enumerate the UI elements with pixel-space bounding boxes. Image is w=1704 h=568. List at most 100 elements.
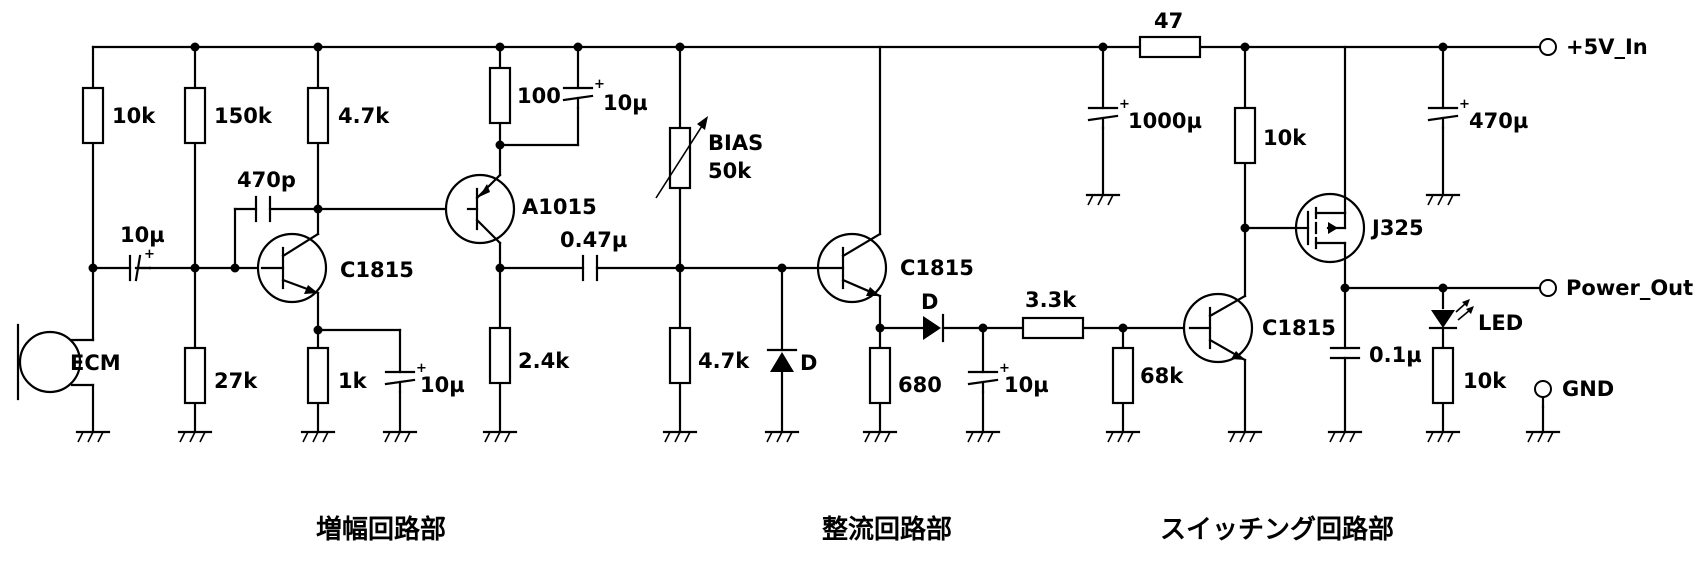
capacitor-10u-input xyxy=(128,254,152,282)
section-amp: 増幅回路部 xyxy=(316,514,446,545)
junctions xyxy=(88,42,1448,335)
resistor-150k xyxy=(183,86,207,145)
label-j325: J325 xyxy=(1370,216,1424,240)
component-labels: 10k 150k 4.7k 100 10µ 470p 10µ C1815 A10… xyxy=(70,9,1528,397)
terminals xyxy=(1534,38,1557,398)
resistor-47 xyxy=(1138,35,1202,59)
label-q2: A1015 xyxy=(522,195,597,219)
label-q1: C1815 xyxy=(340,258,414,282)
resistor-10k-input xyxy=(81,86,105,145)
transistor-q3-npn-icon xyxy=(816,232,888,304)
ground-icon xyxy=(75,430,111,443)
polarity-mark: + xyxy=(144,247,155,262)
transistor-q2-pnp-icon xyxy=(444,173,516,245)
resistor-100 xyxy=(488,66,512,125)
section-rect: 整流回路部 xyxy=(822,514,952,545)
label-c10u-emitter: 10µ xyxy=(603,91,648,115)
label-r680: 680 xyxy=(898,373,942,397)
label-gnd: GND xyxy=(1562,377,1614,401)
ground-icon xyxy=(300,430,336,443)
capacitor-10u-rectifier xyxy=(967,370,999,394)
capacitor-10u-q1-emitter xyxy=(384,370,416,394)
transistors xyxy=(256,173,1366,364)
ground-icon xyxy=(662,430,698,443)
label-r4k7-collector: 4.7k xyxy=(338,104,390,128)
label-r27k: 27k xyxy=(214,369,258,393)
label-r10k-input: 10k xyxy=(112,104,156,128)
resistor-2k4 xyxy=(488,326,512,385)
resistor-10k-led xyxy=(1431,346,1455,405)
polarity-mark: + xyxy=(416,361,427,376)
terminal-labels: +5V_In Power_Out GND xyxy=(1562,35,1693,401)
led-icon xyxy=(1428,299,1474,330)
resistor-4k7-bias xyxy=(668,326,692,385)
ground-icon xyxy=(1425,430,1461,443)
resistor-3k3 xyxy=(1021,316,1085,340)
polarity-mark: + xyxy=(594,77,605,92)
label-q4: C1815 xyxy=(1262,316,1336,340)
ground-icon xyxy=(382,430,418,443)
label-c10u-q1-emitter: 10µ xyxy=(420,373,465,397)
diode-clamp-icon xyxy=(766,348,798,372)
label-bias-name: BIAS xyxy=(708,131,763,155)
ground-icon xyxy=(1327,430,1363,443)
label-r150k: 150k xyxy=(214,104,273,128)
diode-rectifier-icon xyxy=(923,313,945,343)
label-r68k: 68k xyxy=(1140,364,1184,388)
capacitor-1000u xyxy=(1087,106,1119,130)
transistor-q4-npn-icon xyxy=(1182,292,1254,364)
label-c047u: 0.47µ xyxy=(560,228,627,252)
label-r47: 47 xyxy=(1154,9,1183,33)
label-c10u-rect: 10µ xyxy=(1004,373,1049,397)
label-c470u: 470µ xyxy=(1469,109,1528,133)
terminal-power-out xyxy=(1539,279,1557,297)
label-led: LED xyxy=(1478,311,1523,335)
ground-icon xyxy=(1085,193,1121,206)
polarity-mark: + xyxy=(999,361,1010,376)
diodes xyxy=(766,299,1474,372)
resistor-1k xyxy=(306,346,330,405)
ground-icon xyxy=(1227,430,1263,443)
variable-resistor-bias xyxy=(668,126,692,190)
transistor-q1-npn-icon xyxy=(256,232,328,304)
label-c1000u: 1000µ xyxy=(1128,109,1202,133)
resistor-10k-switch xyxy=(1233,106,1257,165)
capacitors: + + + + + + xyxy=(128,77,1470,394)
resistor-27k xyxy=(183,346,207,405)
ground-icon xyxy=(1105,430,1141,443)
ground-icon xyxy=(1425,193,1461,206)
label-c01u: 0.1µ xyxy=(1369,343,1422,367)
label-power-out: Power_Out xyxy=(1566,276,1693,300)
label-d-clamp: D xyxy=(800,351,817,375)
terminal-gnd xyxy=(1534,380,1552,398)
resistor-4k7-collector xyxy=(306,86,330,145)
ground-icon xyxy=(764,430,800,443)
ground-symbols xyxy=(75,193,1561,443)
label-r3k3: 3.3k xyxy=(1025,288,1077,312)
label-r10k-led: 10k xyxy=(1463,369,1507,393)
ground-icon xyxy=(1525,430,1561,443)
label-d-rect: D xyxy=(921,290,938,314)
label-c470p: 470p xyxy=(237,168,296,192)
label-ecm: ECM xyxy=(70,351,121,375)
capacitor-470p xyxy=(254,195,272,223)
resistor-680 xyxy=(868,346,892,405)
terminal-vin xyxy=(1539,38,1557,56)
polarity-mark: + xyxy=(1459,97,1470,112)
label-r2k4: 2.4k xyxy=(518,349,570,373)
section-labels: 増幅回路部 整流回路部 スイッチング回路部 xyxy=(316,514,1394,545)
capacitor-470u xyxy=(1427,106,1459,130)
label-r4k7-bias: 4.7k xyxy=(698,349,750,373)
capacitor-01u xyxy=(1329,346,1361,360)
capacitor-10u-emitter-bypass xyxy=(562,86,594,110)
ground-icon xyxy=(177,430,213,443)
label-c10u-input: 10µ xyxy=(120,223,165,247)
label-vin: +5V_In xyxy=(1566,35,1648,59)
section-switch: スイッチング回路部 xyxy=(1160,514,1394,545)
resistors xyxy=(81,35,1455,405)
mosfet-j325-icon xyxy=(1294,192,1366,264)
label-bias-value: 50k xyxy=(708,159,752,183)
ground-icon xyxy=(862,430,898,443)
ground-icon xyxy=(965,430,1001,443)
